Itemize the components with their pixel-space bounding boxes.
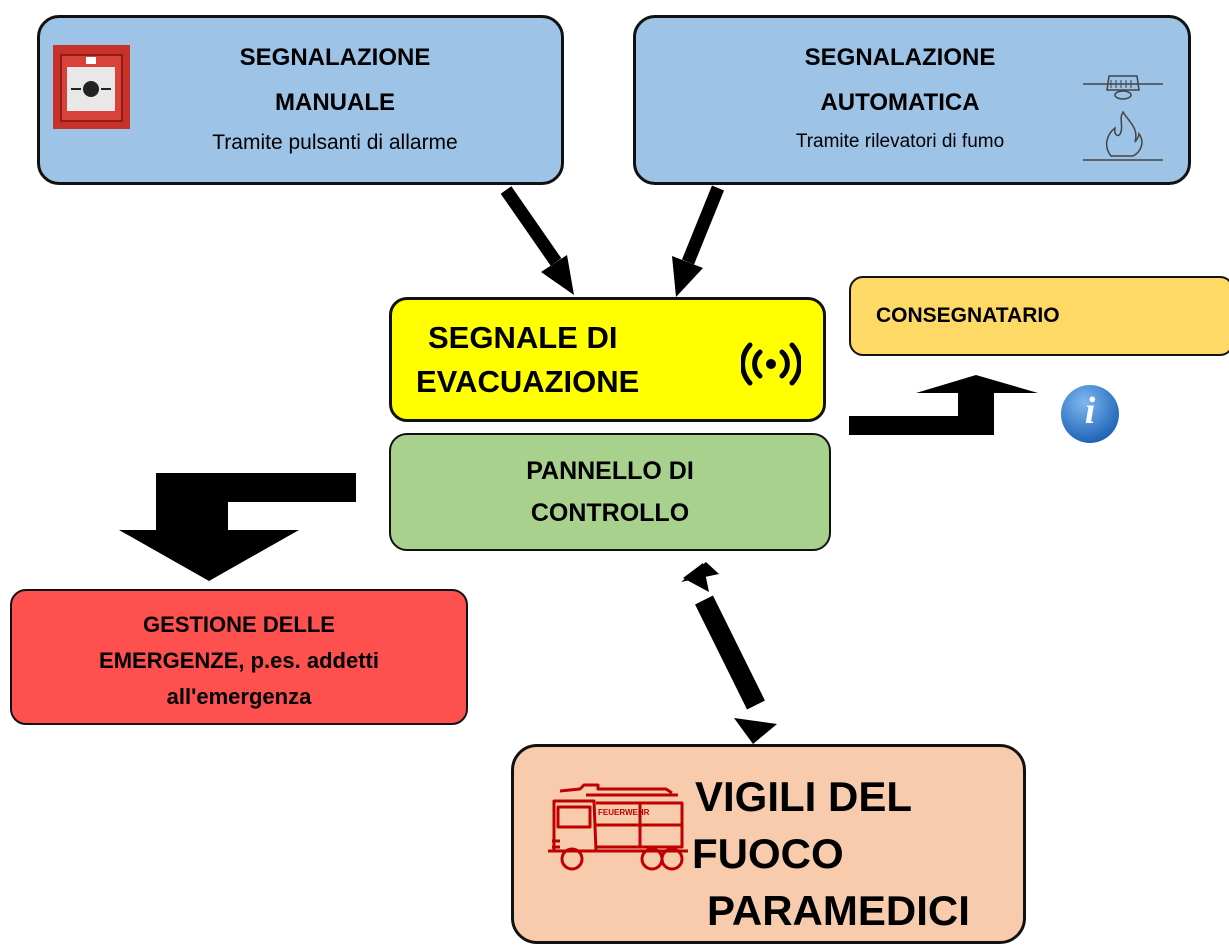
manual-signal-title-line1: SEGNALAZIONE — [239, 44, 431, 71]
smoke-detector-icon — [1083, 68, 1163, 162]
automatic-signal-subtitle: Tramite rilevatori di fumo — [795, 131, 1005, 152]
emergency-line1: GESTIONE DELLE — [143, 612, 335, 637]
manual-signal-title-line2: MANUALE — [275, 89, 395, 116]
evacuation-signal-line1: SEGNALE DI — [428, 320, 618, 355]
fire-truck-icon — [546, 781, 690, 873]
control-panel-line1: PANNELLO DI — [526, 457, 694, 485]
automatic-signal-title-line1: SEGNALAZIONE — [804, 44, 996, 71]
fire-truck-label: FEUERWEHR — [598, 808, 650, 817]
manual-signal-subtitle: Tramite pulsanti di allarme — [212, 131, 458, 154]
automatic-signal-box — [633, 15, 1191, 185]
consignee-label: CONSEGNATARIO — [876, 304, 1060, 327]
arrow-to-consignee — [849, 375, 1038, 435]
evacuation-signal-line2: EVACUAZIONE — [416, 364, 640, 399]
control-panel-box — [389, 433, 831, 551]
firefighters-line2: FUOCO — [692, 830, 844, 877]
info-icon-glyph: i — [1084, 390, 1096, 432]
control-panel-line2: CONTROLLO — [530, 499, 690, 527]
firefighters-line1: VIGILI DEL — [695, 773, 913, 820]
firefighters-line3: PARAMEDICI — [707, 887, 970, 934]
broadcast-signal-icon — [740, 341, 802, 387]
arrow-automatic-to-evacuation — [672, 185, 725, 297]
arrow-manual-to-evacuation — [500, 186, 574, 295]
info-icon — [1058, 384, 1124, 444]
arrow-control-panel-firefighters — [681, 562, 777, 744]
automatic-signal-title-line2: AUTOMATICA — [820, 89, 980, 116]
consignee-box — [849, 276, 1229, 356]
emergency-line2: EMERGENZE, p.es. addetti — [99, 648, 379, 673]
arrow-to-emergency — [119, 473, 356, 581]
emergency-line3: all'emergenza — [166, 684, 312, 709]
emergency-management-box — [10, 589, 468, 725]
fire-alarm-call-point-icon — [53, 45, 130, 129]
